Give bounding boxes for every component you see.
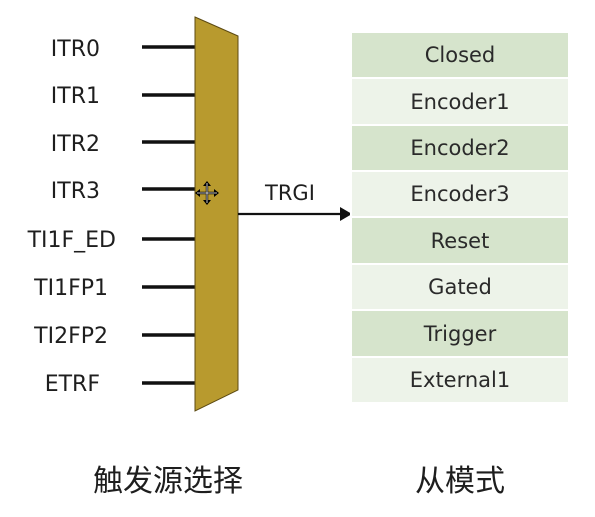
mode-row-trigger: Trigger — [350, 309, 570, 358]
mode-row-bg — [350, 77, 570, 126]
input-itr0: ITR0 — [51, 37, 196, 62]
mode-row-bg — [350, 356, 570, 404]
input-label: ITR0 — [51, 37, 100, 62]
arrow-head-icon — [340, 207, 352, 221]
mode-label: Encoder1 — [410, 90, 509, 114]
mode-row-gated: Gated — [350, 263, 570, 311]
trgi-label: TRGI — [264, 181, 315, 205]
input-label: ITR1 — [51, 84, 100, 109]
mode-label: Gated — [428, 275, 492, 299]
input-label: ITR3 — [51, 179, 100, 204]
input-itr3: ITR3 — [51, 179, 196, 204]
mode-row-bg — [350, 31, 570, 79]
mode-label: Reset — [431, 229, 490, 253]
mode-row-bg — [350, 124, 570, 172]
input-label: TI1F_ED — [27, 228, 116, 253]
mode-row-bg — [350, 216, 570, 265]
input-ti1fp1: TI1FP1 — [33, 276, 196, 301]
mode-row-encoder2: Encoder2 — [350, 124, 570, 172]
input-itr2: ITR2 — [51, 132, 196, 157]
mode-row-external1: External1 — [350, 356, 570, 404]
mode-row-encoder1: Encoder1 — [350, 77, 570, 126]
input-label: ETRF — [45, 372, 100, 397]
input-etrf: ETRF — [45, 372, 196, 397]
slave-mode-caption: 从模式 — [415, 464, 505, 499]
mode-label: Encoder3 — [410, 182, 509, 206]
input-ti2fp2: TI2FP2 — [33, 324, 196, 349]
input-label: TI1FP1 — [33, 276, 108, 301]
mode-label: Closed — [425, 43, 496, 67]
mode-row-reset: Reset — [350, 216, 570, 265]
mode-label: Trigger — [423, 322, 497, 346]
move-cursor-icon — [195, 181, 219, 205]
input-itr1: ITR1 — [51, 84, 196, 109]
mode-row-bg — [350, 170, 570, 218]
trigger-source-caption: 触发源选择 — [93, 464, 243, 499]
input-label: TI2FP2 — [33, 324, 108, 349]
mode-label: External1 — [410, 368, 511, 392]
input-group: ITR0 ITR1 ITR2 ITR3 TI1F_ED TI1FP1 TI2FP… — [27, 37, 196, 397]
mode-row-encoder3: Encoder3 — [350, 170, 570, 218]
input-ti1f-ed: TI1F_ED — [27, 228, 196, 253]
input-label: ITR2 — [51, 132, 100, 157]
mode-label: Encoder2 — [410, 136, 509, 160]
mode-row-bg — [350, 309, 570, 358]
trigger-source-mux — [194, 16, 239, 412]
mode-row-closed: Closed — [350, 31, 570, 79]
trgi-arrow: TRGI — [238, 181, 352, 221]
mode-row-bg — [350, 263, 570, 311]
slave-mode-table: Closed Encoder1 Encoder2 Encoder3 Reset … — [350, 31, 570, 404]
